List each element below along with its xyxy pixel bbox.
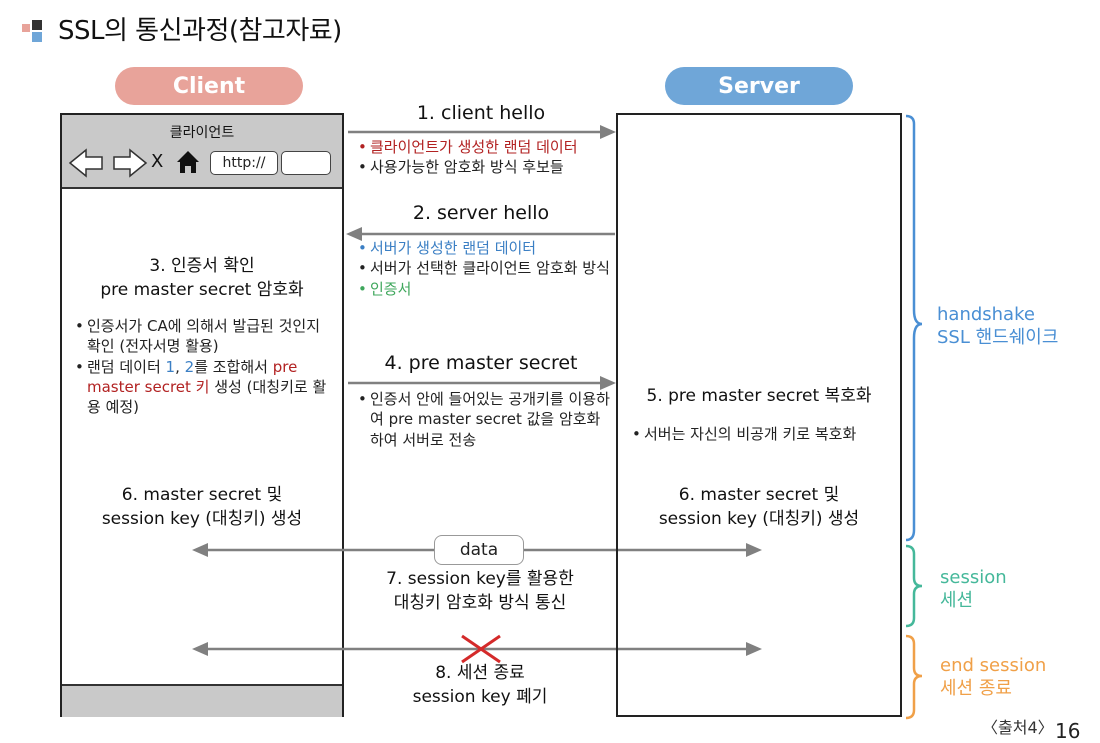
page-number: 16: [1055, 719, 1081, 743]
msg8-line2: session key 폐기: [412, 687, 548, 707]
client-step6-line2: session key (대칭키) 생성: [101, 509, 303, 529]
msg1-bullet-2: 사용가능한 암호화 방식 후보들: [358, 157, 614, 178]
server-panel: [616, 113, 902, 717]
step5-bullet-1: 서버는 자신의 비공개 키로 복호화: [632, 424, 898, 445]
title-bullet-icon: [22, 20, 52, 42]
source-note: 〈출처4〉: [982, 718, 1054, 737]
step5-title: 5. pre master secret 복호화: [646, 386, 872, 406]
client-step6-line1: 6. master secret 및: [121, 485, 283, 505]
msg4-bullet-1: 인증서 안에 들어있는 공개키를 이용하여 pre master secret …: [358, 389, 612, 450]
msg2-bullet-1: 서버가 생성한 랜덤 데이터: [358, 238, 614, 259]
step3-title: 3. 인증서 확인: [149, 256, 255, 276]
server-step6-line2: session key (대칭키) 생성: [658, 509, 860, 529]
step3-bullet-1: 인증서가 CA에 의해서 발급된 것인지 확인 (전자서명 활용): [75, 316, 337, 357]
browser-status-bar: [62, 684, 342, 717]
page-title: SSL의 통신과정(참고자료): [58, 16, 342, 46]
back-arrow-icon: [68, 148, 103, 178]
server-label: Server: [665, 67, 853, 105]
session-label: session 세션: [940, 567, 1007, 612]
browser-title: 클라이언트: [169, 125, 235, 141]
msg1-title: 1. client hello: [416, 102, 546, 124]
msg1-bullet-1: 클라이언트가 생성한 랜덤 데이터: [358, 137, 614, 158]
msg2-title: 2. server hello: [412, 202, 550, 224]
msg7-line1: 7. session key를 활용한: [386, 569, 574, 589]
data-label: data: [434, 535, 524, 565]
end-session-label: end session 세션 종료: [940, 655, 1047, 700]
server-step6-line1: 6. master secret 및: [678, 485, 840, 505]
session-brace: [905, 544, 923, 628]
msg7-line2: 대칭키 암호화 방식 통신: [393, 593, 567, 613]
msg8-line1: 8. 세션 종료: [435, 663, 525, 683]
client-label: Client: [115, 67, 303, 105]
handshake-label: handshake SSL 핸드쉐이크: [937, 304, 1059, 349]
step3-subtitle: pre master secret 암호화: [100, 280, 304, 300]
handshake-brace: [905, 114, 923, 542]
url-field: http://: [210, 151, 278, 175]
close-glyph: X: [151, 151, 164, 172]
msg2-bullet-2: 서버가 선택한 클라이언트 암호화 방식: [358, 258, 614, 279]
home-icon: [177, 151, 199, 173]
msg4-title: 4. pre master secret: [384, 352, 578, 374]
forward-arrow-icon: [113, 148, 148, 178]
end-session-brace: [905, 634, 923, 720]
cancel-x-icon: [461, 634, 501, 664]
msg2-bullet-3: 인증서: [358, 279, 614, 300]
step3-bullet-2: 랜덤 데이터 1, 2를 조합해서 pre master secret 키 생성…: [75, 357, 337, 418]
search-field: [281, 151, 331, 175]
